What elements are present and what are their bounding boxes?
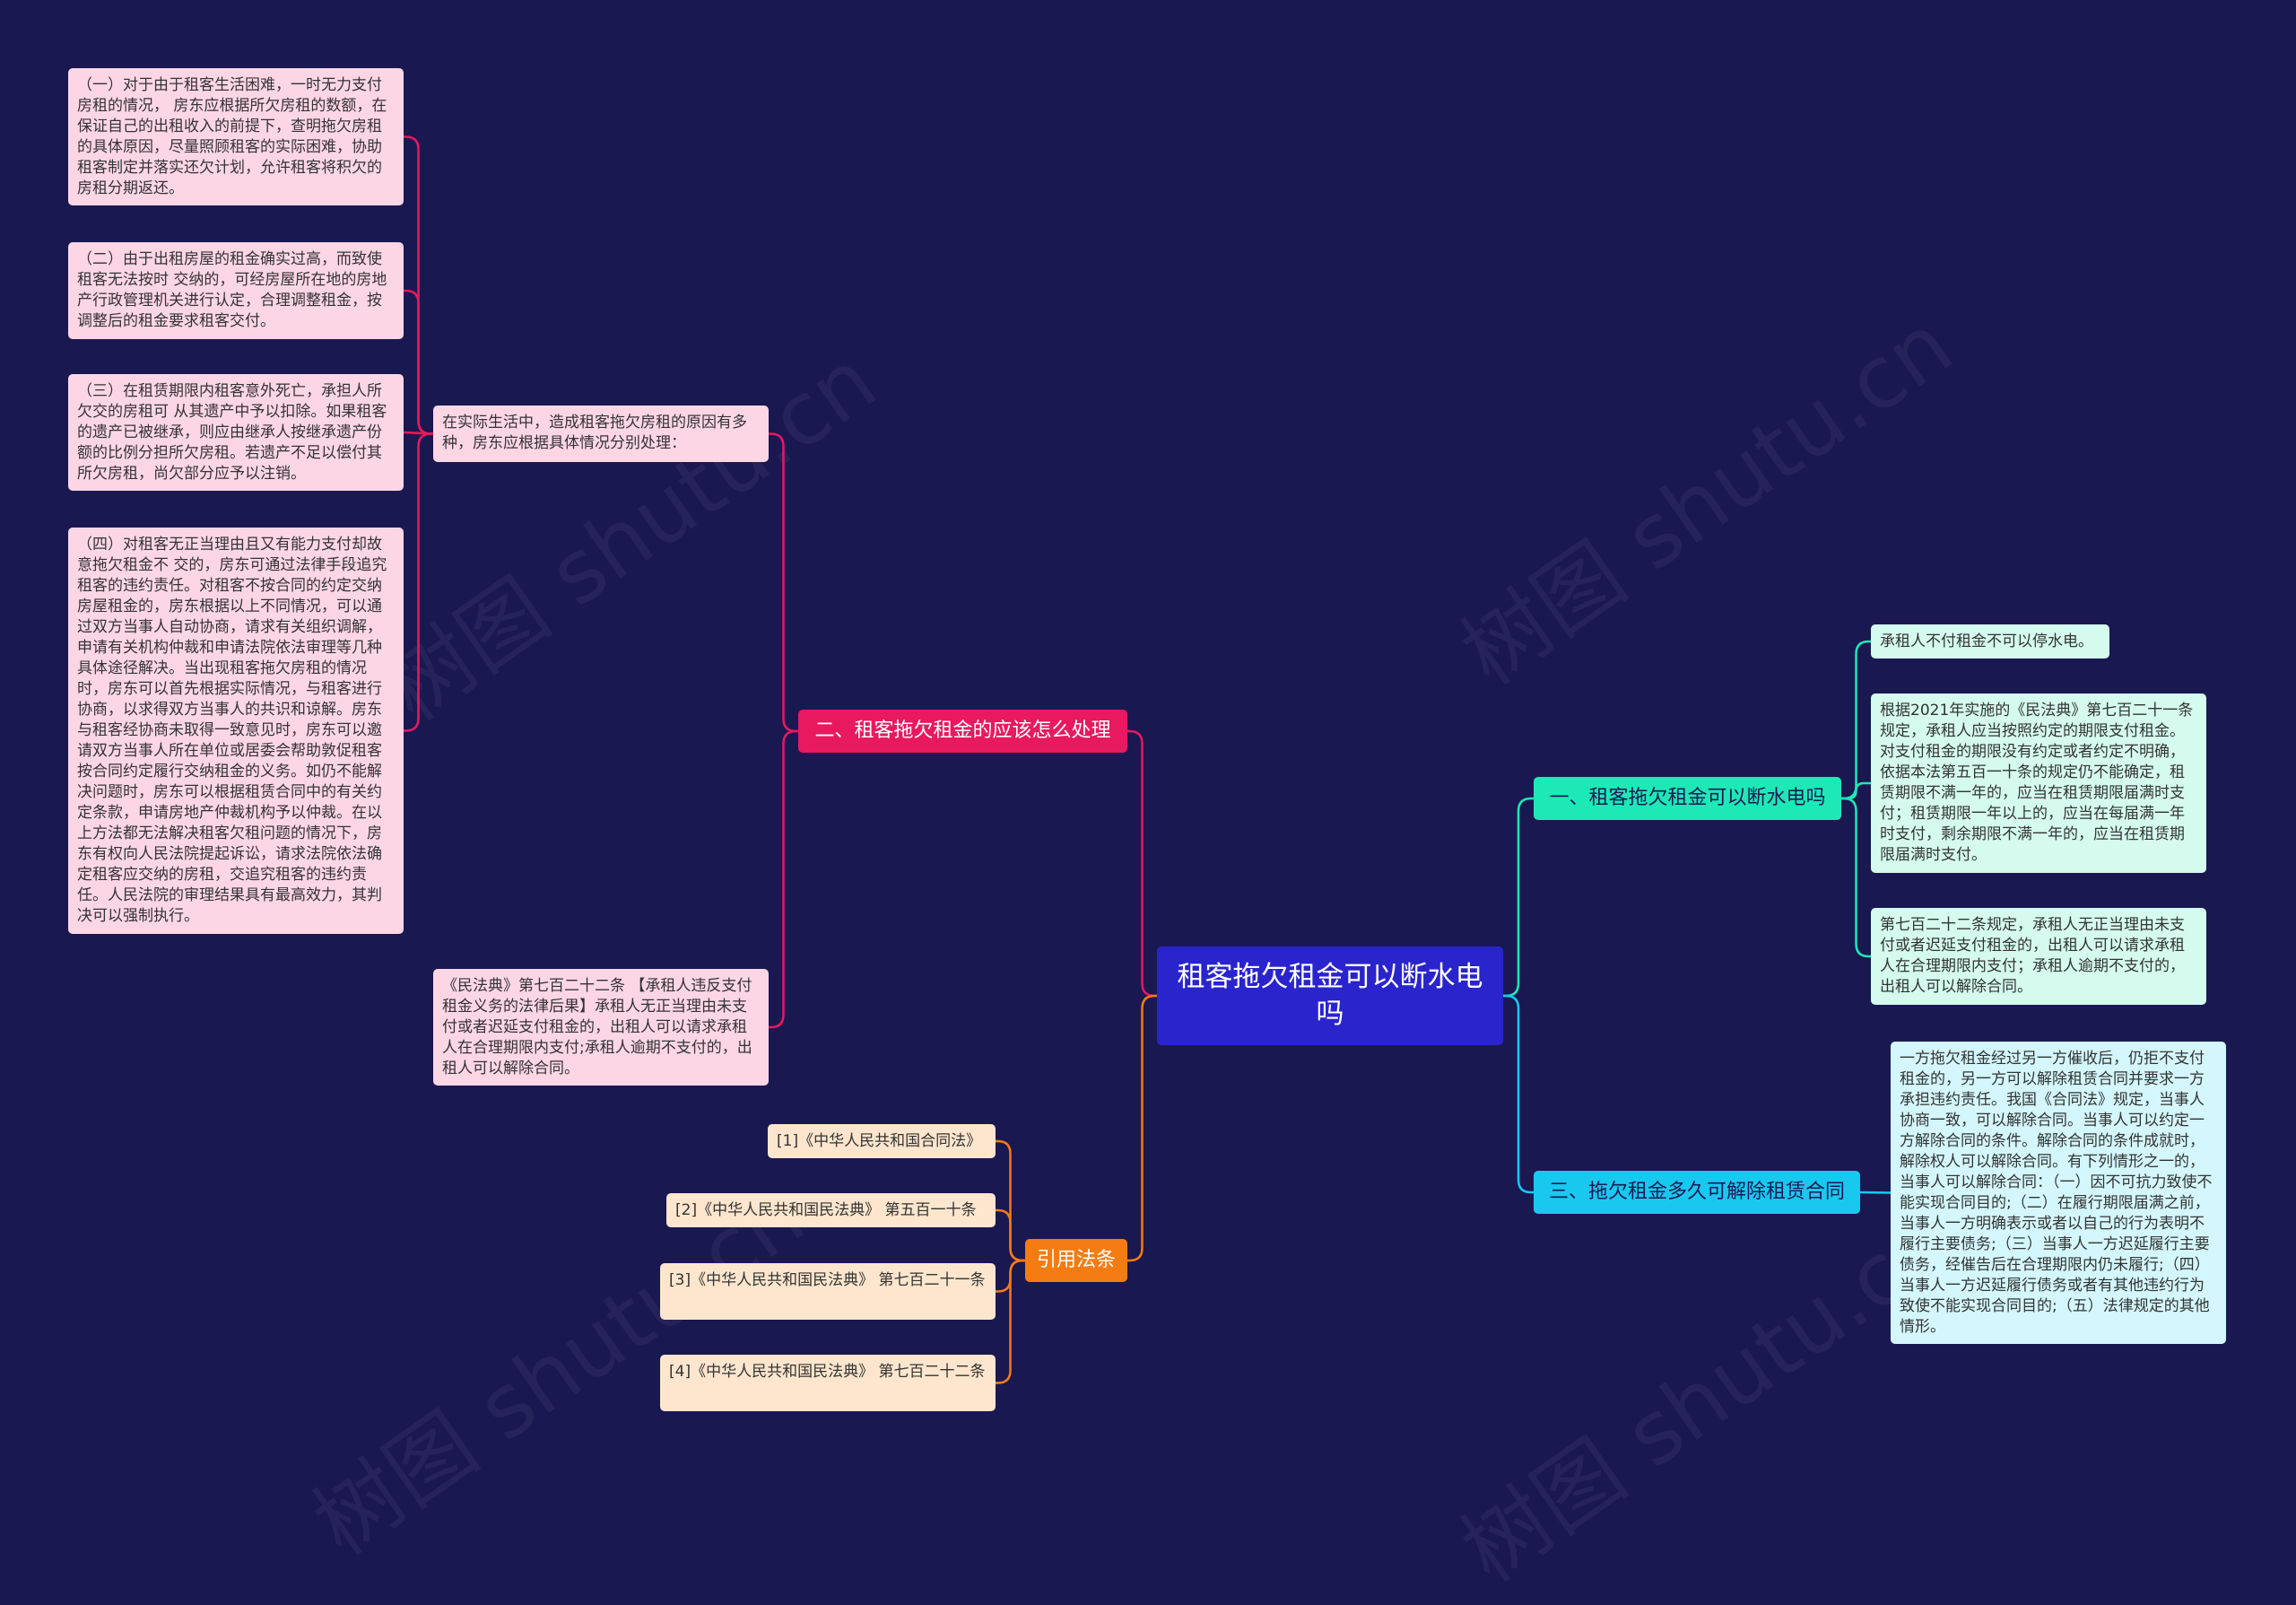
leaf-handling-case-3[interactable]: （三）在租赁期限内租客意外死亡，承担人所欠交的房租可 从其遗产中予以扣除。如果租… (68, 374, 404, 491)
leaf-law-4[interactable]: [4]《中华人民共和国民法典》 第七百二十二条 (660, 1355, 996, 1411)
connector-b2-sub-leaf (404, 289, 433, 435)
leaf-law-3[interactable]: [3]《中华人民共和国民法典》 第七百二十一条 (660, 1263, 996, 1320)
branch-cut-utilities[interactable]: 一、租客拖欠租金可以断水电吗 (1534, 777, 1841, 820)
connector-b2-intro (769, 432, 798, 733)
leaf-handling-case-2[interactable]: （二）由于出租房屋的租金确实过高，而致使租客无法按时 交纳的，可经房屋所在地的房… (68, 242, 404, 339)
connector-b2-sub-leaf (404, 432, 433, 732)
branch-handling[interactable]: 二、租客拖欠租金的应该怎么处理 (798, 710, 1127, 753)
branch-terminate-lease[interactable]: 三、拖欠租金多久可解除租赁合同 (1534, 1171, 1860, 1214)
leaf-civil-code-721[interactable]: 根据2021年实施的《民法典》第七百二十一条规定，承租人应当按照约定的期限支付租… (1871, 693, 2206, 873)
connector-b1-leaf (1841, 781, 1871, 800)
leaf-handling-intro[interactable]: 在实际生活中，造成租客拖欠房租的原因有多种，房东应根据具体情况分别处理： (433, 406, 769, 462)
connector-root-b4 (1127, 994, 1157, 1262)
connector-root-b1 (1503, 797, 1534, 998)
root-topic[interactable]: 租客拖欠租金可以断水电吗 (1157, 946, 1503, 1045)
connector-b3-leaf (1859, 1191, 1892, 1194)
connector-root-b3 (1503, 994, 1534, 1194)
branch-cited-laws[interactable]: 引用法条 (1025, 1239, 1127, 1282)
connector-b4-leaf (996, 1259, 1025, 1384)
connector-b4-leaf (996, 1208, 1025, 1262)
leaf-law-1[interactable]: [1]《中华人民共和国合同法》 (768, 1124, 996, 1158)
connector-b2-code (769, 729, 798, 1029)
connector-b1-leaf (1841, 797, 1871, 958)
leaf-terminate-conditions[interactable]: 一方拖欠租金经过另一方催收后，仍拒不支付租金的，另一方可以解除租赁合同并要求一方… (1891, 1042, 2226, 1344)
leaf-law-2[interactable]: [2]《中华人民共和国民法典》 第五百一十条 (666, 1193, 996, 1227)
leaf-civil-code-722[interactable]: 《民法典》第七百二十二条 【承租人违反支付租金义务的法律后果】承租人无正当理由未… (433, 969, 769, 1086)
leaf-handling-case-1[interactable]: （一）对于由于租客生活困难，一时无力支付房租的情况， 房东应根据所欠房租的数额，… (68, 68, 404, 205)
leaf-article-722[interactable]: 第七百二十二条规定，承租人无正当理由未支付或者迟延支付租金的，出租人可以请求承租… (1871, 908, 2206, 1005)
connector-lines (403, 135, 1892, 1384)
mind-map-canvas: 树图 shutu.cn 树图 shutu.cn 树图 shutu.cn 树图 s… (68, 68, 2226, 1601)
leaf-no-cut-utilities[interactable]: 承租人不付租金不可以停水电。 (1871, 624, 2109, 659)
connector-b1-leaf (1841, 640, 1871, 800)
leaf-handling-case-4[interactable]: （四）对租客无正当理由且又有能力支付却故意拖欠租金不 交的，房东可通过法律手段追… (68, 528, 404, 934)
connector-root-b2 (1127, 729, 1157, 998)
